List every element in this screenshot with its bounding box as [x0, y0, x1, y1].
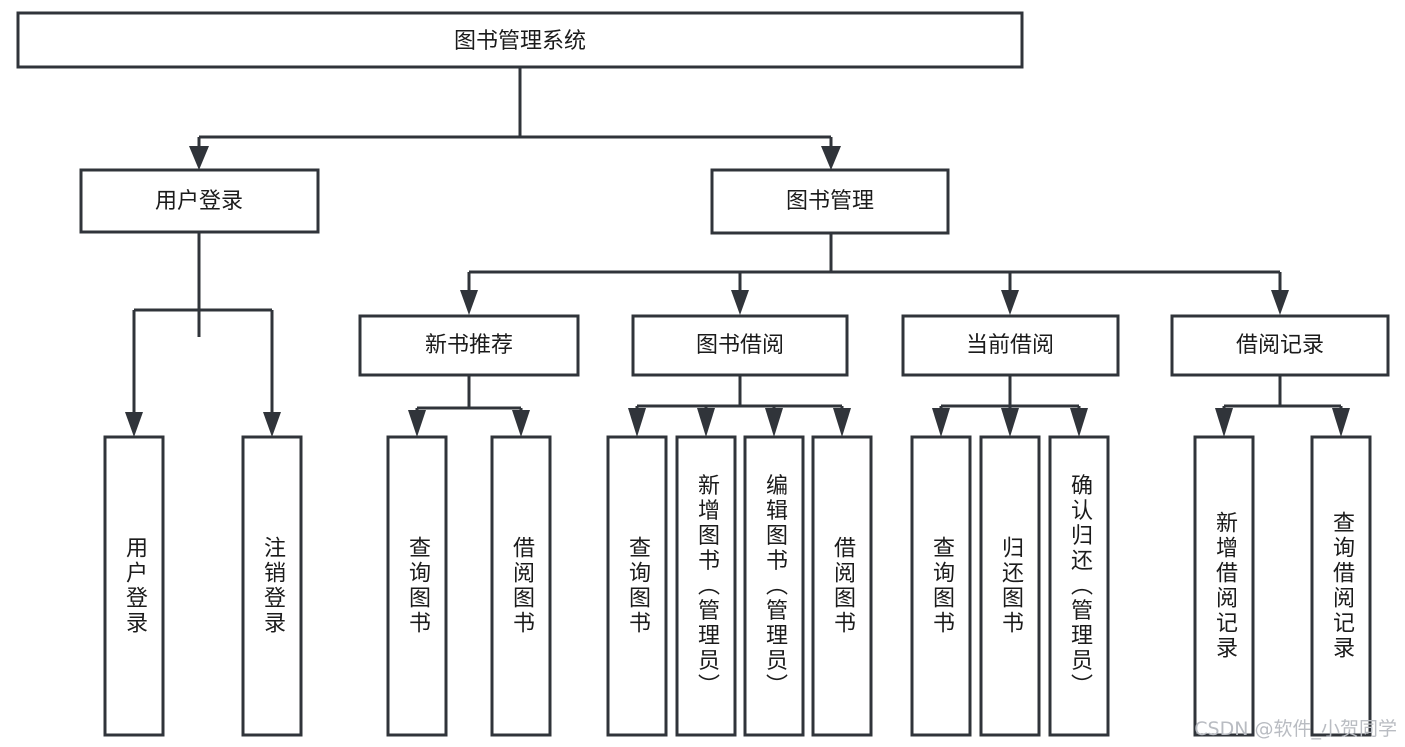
node-leaf-query-book-3[interactable]: 查询图书	[910, 435, 972, 737]
arrow-head-book-borrow	[731, 290, 749, 315]
arrow-head-leaf-edit-book	[765, 408, 783, 437]
node-book-management-box[interactable]	[710, 168, 950, 235]
node-leaf-query-record-label: 查询借阅记录	[1329, 511, 1355, 661]
node-leaf-query-record[interactable]: 查询借阅记录	[1310, 435, 1372, 737]
node-leaf-query-book-3-box[interactable]	[910, 435, 972, 737]
node-leaf-edit-book[interactable]: 编辑图书（管理员）	[743, 435, 805, 737]
node-leaf-edit-book-box[interactable]	[743, 435, 805, 737]
node-root-box[interactable]	[16, 11, 1024, 69]
node-leaf-user-login-label: 用户登录	[122, 536, 148, 636]
node-leaf-borrow-book-1-label: 借阅图书	[509, 536, 535, 636]
arrow-head-leaf-query-book-2	[628, 408, 646, 437]
node-leaf-logout-box[interactable]	[241, 435, 303, 737]
node-leaf-logout[interactable]: 注销登录	[241, 435, 303, 737]
node-leaf-query-book-3-label: 查询图书	[929, 536, 955, 636]
node-borrow-record-label: 借阅记录	[1236, 333, 1324, 358]
node-leaf-user-login-box[interactable]	[103, 435, 165, 737]
arrow-head-leaf-query-book-1	[408, 410, 426, 437]
arrow-head-borrow-record	[1271, 290, 1289, 315]
arrow-head-leaf-query-book-3	[932, 408, 950, 437]
node-leaf-return-book[interactable]: 归还图书	[979, 435, 1041, 737]
node-leaf-query-book-2[interactable]: 查询图书	[606, 435, 668, 737]
node-new-book-recommend-label: 新书推荐	[425, 333, 513, 358]
node-book-management[interactable]: 图书管理	[710, 168, 950, 235]
node-book-borrow[interactable]: 图书借阅	[631, 314, 849, 377]
connector-group-current-borrow	[932, 375, 1088, 437]
node-new-book-recommend-box[interactable]	[358, 314, 580, 377]
node-new-book-recommend[interactable]: 新书推荐	[358, 314, 580, 377]
arrow-head-leaf-add-book	[697, 408, 715, 437]
node-leaf-query-book-1-box[interactable]	[386, 435, 448, 737]
node-leaf-add-book[interactable]: 新增图书（管理员）	[675, 435, 737, 737]
node-current-borrow-box[interactable]	[901, 314, 1120, 377]
node-leaf-user-login[interactable]: 用户登录	[103, 435, 165, 737]
arrow-head-current-borrow	[1001, 290, 1019, 315]
arrow-head-leaf-borrow-book-2	[833, 408, 851, 437]
arrow-head-user-login	[189, 146, 209, 170]
node-leaf-borrow-book-2[interactable]: 借阅图书	[811, 435, 873, 737]
node-leaf-add-record-box[interactable]	[1193, 435, 1255, 737]
node-current-borrow[interactable]: 当前借阅	[901, 314, 1120, 377]
connector-group-user-login	[125, 232, 281, 437]
node-leaf-query-book-2-label: 查询图书	[625, 536, 651, 636]
arrow-head-new-book-recommend	[460, 290, 478, 315]
csdn-watermark: CSDN @软件_小贺同学	[1194, 718, 1397, 740]
node-leaf-borrow-book-1-box[interactable]	[490, 435, 552, 737]
connector-group-root	[189, 67, 841, 170]
node-leaf-borrow-book-1[interactable]: 借阅图书	[490, 435, 552, 737]
arrow-head-leaf-confirm-return	[1070, 408, 1088, 437]
node-leaf-confirm-return[interactable]: 确认归还（管理员）	[1048, 435, 1110, 737]
arrow-head-leaf-return-book	[1001, 408, 1019, 437]
node-leaf-add-book-label: 新增图书（管理员）	[694, 474, 720, 699]
arrow-head-leaf-add-record	[1215, 408, 1233, 437]
node-book-management-label: 图书管理	[786, 189, 874, 214]
node-leaf-return-book-label: 归还图书	[998, 536, 1024, 636]
node-root-label: 图书管理系统	[454, 29, 586, 54]
arrow-head-leaf-query-record	[1332, 408, 1350, 437]
node-leaf-confirm-return-label: 确认归还（管理员）	[1067, 474, 1093, 699]
node-user-login[interactable]: 用户登录	[79, 168, 320, 234]
node-book-borrow-label: 图书借阅	[696, 333, 784, 358]
node-leaf-query-record-box[interactable]	[1310, 435, 1372, 737]
node-leaf-add-record-label: 新增借阅记录	[1212, 511, 1238, 661]
node-leaf-query-book-2-box[interactable]	[606, 435, 668, 737]
node-leaf-logout-label: 注销登录	[260, 536, 286, 636]
node-borrow-record-box[interactable]	[1170, 314, 1390, 377]
node-leaf-add-book-box[interactable]	[675, 435, 737, 737]
connector-group-borrow-record	[1215, 375, 1350, 437]
node-leaf-edit-book-label: 编辑图书（管理员）	[762, 474, 788, 699]
node-borrow-record[interactable]: 借阅记录	[1170, 314, 1390, 377]
arrow-head-leaf-user-login	[125, 412, 143, 437]
node-leaf-query-book-1-label: 查询图书	[405, 536, 431, 636]
node-leaf-borrow-book-2-label: 借阅图书	[830, 536, 856, 636]
node-leaf-add-record[interactable]: 新增借阅记录	[1193, 435, 1255, 737]
arrow-head-leaf-logout	[263, 412, 281, 437]
node-user-login-label: 用户登录	[155, 189, 243, 214]
node-current-borrow-label: 当前借阅	[966, 333, 1054, 358]
node-leaf-return-book-box[interactable]	[979, 435, 1041, 737]
node-book-borrow-box[interactable]	[631, 314, 849, 377]
node-leaf-confirm-return-box[interactable]	[1048, 435, 1110, 737]
node-leaf-query-book-1[interactable]: 查询图书	[386, 435, 448, 737]
node-root[interactable]: 图书管理系统	[16, 11, 1024, 69]
connector-group-book-borrow	[628, 375, 851, 437]
node-user-login-box[interactable]	[79, 168, 320, 234]
arrow-head-leaf-borrow-book-1	[512, 410, 530, 437]
arrow-head-book-management	[821, 146, 841, 170]
node-leaf-borrow-book-2-box[interactable]	[811, 435, 873, 737]
connector-group-new-book-recommend	[408, 375, 530, 437]
connector-group-book-management	[460, 233, 1289, 315]
